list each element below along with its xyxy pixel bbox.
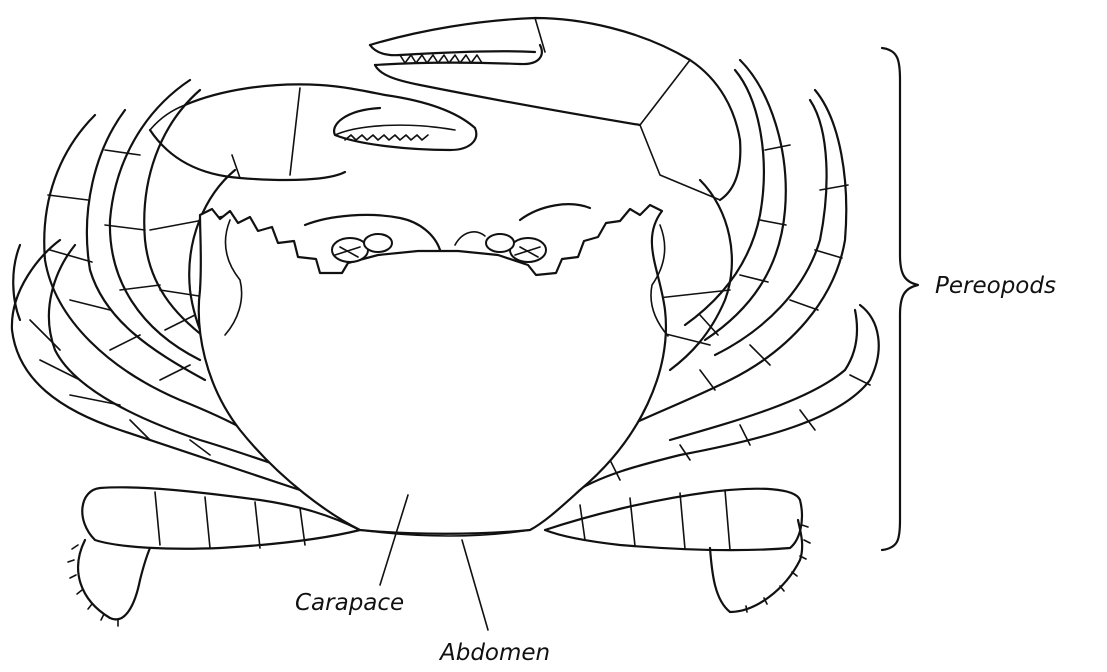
right-claw [370,18,740,200]
right-eye [510,238,546,262]
pereopods-label: Pereopods [935,273,1056,299]
left-claw [150,84,476,180]
pereopods-brace [882,48,918,550]
right-paddle [545,489,810,612]
abdomen-label: Abdomen [438,640,550,666]
carapace-label: Carapace [295,590,404,616]
abdomen-leader-line [462,540,488,630]
right-eye-stalk [486,234,514,252]
left-eye-stalk [364,234,392,252]
carapace-body [199,205,668,536]
